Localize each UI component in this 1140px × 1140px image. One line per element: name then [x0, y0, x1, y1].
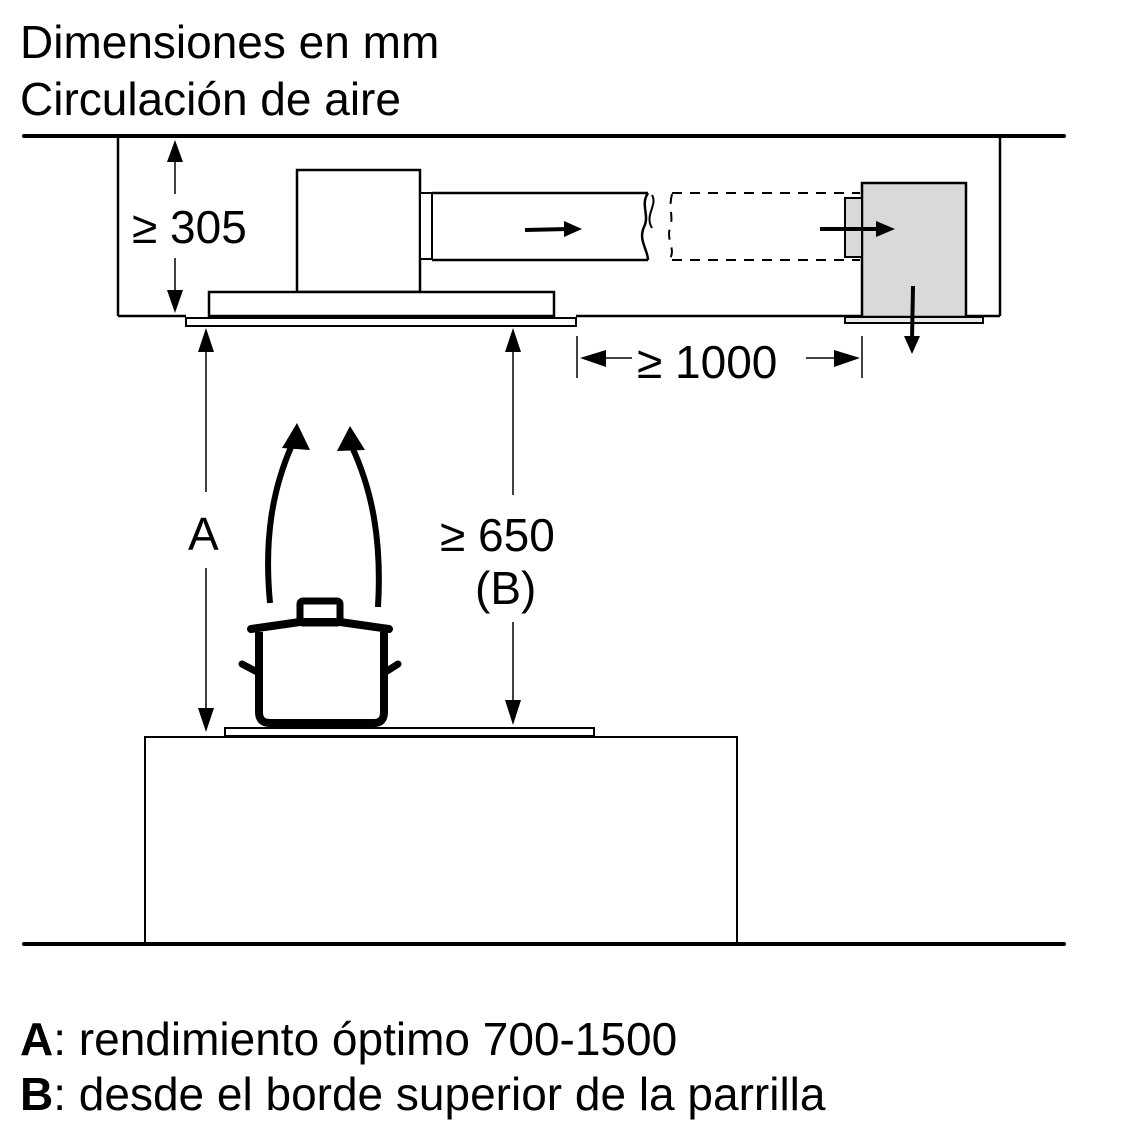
airflow-arrow-right [524, 227, 569, 232]
hood-motor-box [295, 168, 422, 294]
duct-distance-label: ≥ 1000 [637, 336, 777, 388]
hood-trim [185, 317, 577, 327]
legend-item-b: B: desde el borde superior de la parrill… [20, 1071, 825, 1117]
arrowhead-icon [876, 221, 895, 237]
hob-distance-value: ≥ 650 [440, 509, 555, 561]
ceiling-clearance-label: ≥ 305 [132, 201, 247, 253]
duct-distance-dimension [576, 336, 863, 378]
legend-text-b: desde el borde superior de la parrilla [66, 1068, 826, 1120]
hood-body [207, 290, 556, 318]
height-a-label: A [188, 508, 219, 560]
legend-sep: : [53, 1068, 67, 1120]
legend-item-a: A: rendimiento óptimo 700-1500 [20, 1016, 677, 1062]
ceiling-clearance-dimension [167, 140, 183, 313]
arrowhead-icon [904, 336, 920, 354]
hob-distance-ref: (B) [475, 562, 536, 614]
legend-sep: : [53, 1013, 67, 1065]
title-air-circulation: Circulación de aire [20, 73, 401, 125]
steam-arrows [265, 423, 382, 608]
legend-key-b: B [20, 1068, 54, 1120]
arrowhead-icon [564, 221, 582, 237]
legend-text-a: rendimiento óptimo 700-1500 [66, 1013, 678, 1065]
title-dimensions: Dimensiones en mm [20, 16, 440, 68]
filter-outflow-arrow [910, 285, 915, 341]
duct-extension-dashed [668, 192, 860, 261]
kitchen-counter [144, 736, 738, 945]
air-duct [419, 191, 655, 262]
cooking-pot-icon [238, 597, 402, 727]
hob-distance-dimension [505, 328, 521, 725]
height-a-dimension [198, 328, 214, 732]
cooktop [224, 727, 595, 737]
legend-key-a: A [20, 1013, 54, 1065]
